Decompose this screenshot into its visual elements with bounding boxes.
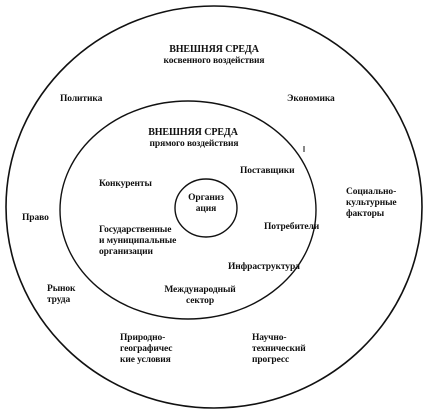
inner-environment-subtitle: прямого воздействия xyxy=(149,139,239,149)
core-organization-label: Организация xyxy=(188,193,224,214)
factor-consumers: Потребители xyxy=(264,222,320,232)
factor-competitors: Конкуренты xyxy=(99,179,152,189)
factor-labor-market: Рынок труда xyxy=(47,284,76,305)
factor-economy: Экономика xyxy=(287,94,335,104)
organization-ring xyxy=(174,178,238,238)
factor-scientific-technical: Научно- технический прогресс xyxy=(252,333,306,365)
inner-environment-ring xyxy=(59,100,317,320)
factor-politics: Политика xyxy=(60,94,103,104)
outer-environment-ring xyxy=(5,5,423,409)
factor-law: Право xyxy=(22,213,49,223)
factor-suppliers: Поставщики xyxy=(240,166,295,176)
factor-natural-geographic: Природно- географичес кие условия xyxy=(120,333,173,365)
factor-infrastructure: Инфраструктура xyxy=(228,262,300,272)
factor-sociocultural: Социально- культурные факторы xyxy=(346,187,397,219)
outer-environment-title: ВНЕШНЯЯ СРЕДА xyxy=(169,44,259,55)
outer-environment-subtitle: косвенного воздействия xyxy=(163,56,265,66)
factor-international-sector: Международный сектор xyxy=(164,285,236,306)
factor-state-organizations: Государственные и муниципальные организа… xyxy=(99,225,177,257)
inner-environment-title: ВНЕШНЯЯ СРЕДА xyxy=(148,127,238,138)
